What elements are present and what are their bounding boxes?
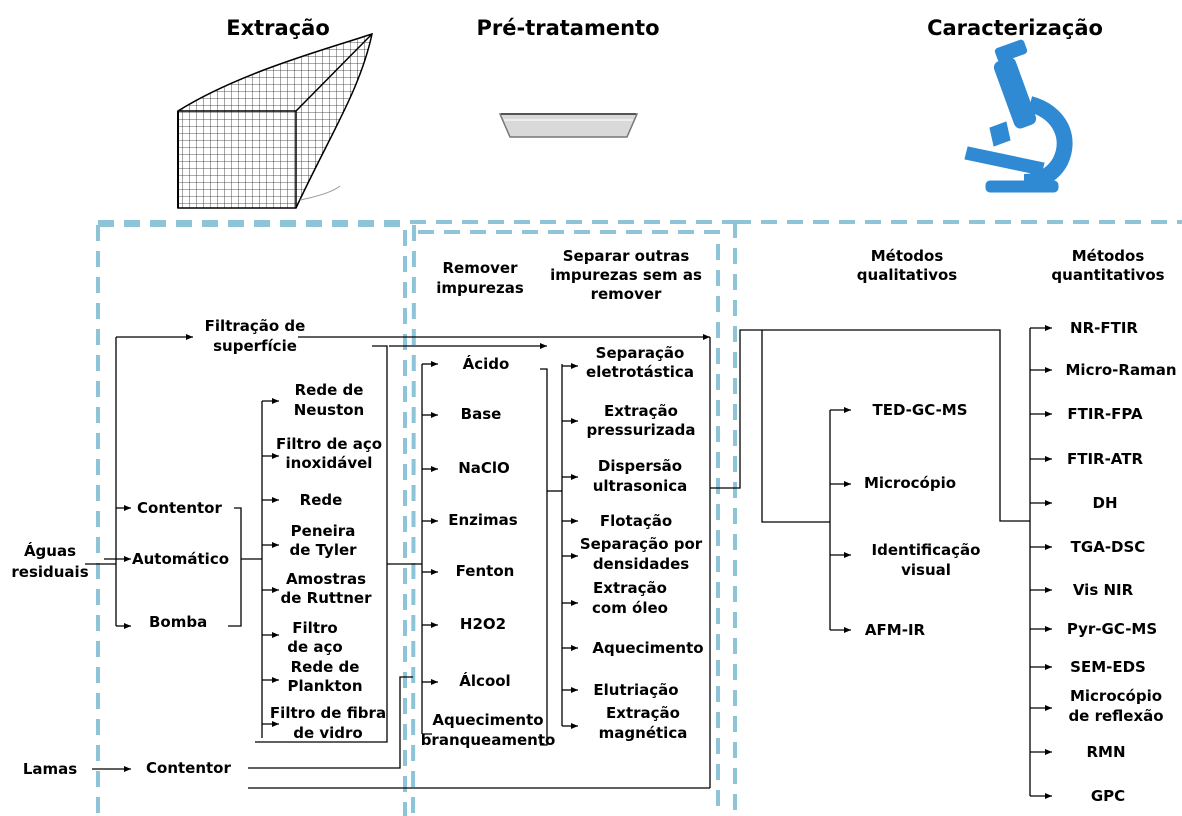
qualitative-item: AFM-IR bbox=[864, 621, 926, 639]
source-sludge: Lamas bbox=[22, 760, 78, 778]
device-item: Amostras de Ruttner bbox=[280, 570, 372, 607]
dish-icon bbox=[498, 113, 639, 138]
container: Contentor bbox=[137, 499, 222, 517]
quantitative-item: GPC bbox=[1090, 787, 1126, 805]
pump: Bomba bbox=[149, 613, 208, 631]
sludge-container: Contentor bbox=[146, 759, 231, 777]
quantitative-item: Microcópio de reflexão bbox=[1068, 687, 1164, 725]
separate-item: Separação eletrotástica bbox=[586, 344, 694, 381]
remove-item: H2O2 bbox=[459, 615, 507, 633]
separate-item: Elutriação bbox=[593, 681, 679, 699]
quantitative-title: Métodos quantitativos bbox=[1051, 247, 1165, 284]
quantitative-item: FTIR-ATR bbox=[1066, 450, 1144, 468]
device-item: Filtro de aço bbox=[287, 619, 343, 656]
remove-item: Fenton bbox=[455, 562, 515, 580]
device-item: Peneira de Tyler bbox=[289, 522, 357, 559]
remove-item: Enzimas bbox=[448, 511, 518, 529]
remove-item: NaClO bbox=[458, 459, 510, 477]
separate-item: Aquecimento bbox=[592, 639, 704, 657]
device-item: Filtro de fibra de vidro bbox=[269, 704, 387, 742]
surface-filtration: Filtração de superfície bbox=[204, 317, 306, 355]
separate-title: Separar outras impurezas sem as remover bbox=[550, 247, 702, 303]
quantitative-item: NR-FTIR bbox=[1070, 319, 1138, 337]
quantitative-item: RMN bbox=[1086, 743, 1126, 761]
device-item: Rede de Plankton bbox=[287, 658, 363, 695]
remove-item: Álcool bbox=[459, 672, 511, 690]
qualitative-item: Microcópio bbox=[863, 474, 957, 492]
separate-item: Flotação bbox=[599, 512, 673, 530]
separate-item: Separação por densidades bbox=[579, 535, 703, 573]
quantitative-item: Pyr-GC-MS bbox=[1066, 620, 1158, 638]
qualitative-item: Identificação visual bbox=[871, 541, 981, 579]
quantitative-item: SEM-EDS bbox=[1070, 658, 1146, 676]
device-item: Rede bbox=[299, 491, 343, 509]
device-item: Filtro de aço inoxidável bbox=[275, 435, 383, 472]
remove-item: Ácido bbox=[462, 355, 510, 373]
header-extraction: Extração bbox=[226, 16, 330, 40]
quantitative-item: Vis NIR bbox=[1072, 581, 1134, 599]
net-icon bbox=[177, 32, 374, 209]
quantitative-item: Micro-Raman bbox=[1065, 361, 1177, 379]
header-pretreatment: Pré-tratamento bbox=[476, 16, 660, 40]
separate-item: Extração com óleo bbox=[592, 579, 668, 617]
header-characterization: Caracterização bbox=[927, 16, 1103, 40]
quantitative-item: DH bbox=[1092, 494, 1118, 512]
quantitative-item: FTIR-FPA bbox=[1067, 405, 1143, 423]
separate-item: Extração magnética bbox=[598, 704, 688, 742]
device-item: Rede de Neuston bbox=[293, 381, 365, 419]
qualitative-item: TED-GC-MS bbox=[872, 401, 968, 419]
microscope-icon bbox=[964, 39, 1073, 193]
section-borders bbox=[96, 220, 1182, 816]
quantitative-item: TGA-DSC bbox=[1070, 538, 1146, 556]
remove-item: Aquecimento branqueamento bbox=[420, 711, 556, 749]
source-wastewater: Águas residuais bbox=[11, 542, 89, 581]
separate-item: Extração pressurizada bbox=[586, 402, 696, 439]
separate-item: Dispersão ultrasonica bbox=[592, 457, 688, 495]
remove-item: Base bbox=[460, 405, 502, 423]
automatic: Automático bbox=[132, 550, 230, 568]
qualitative-title: Métodos qualitativos bbox=[856, 247, 958, 284]
remove-title: Remover impurezas bbox=[436, 259, 524, 297]
connector-lines bbox=[85, 325, 1052, 799]
